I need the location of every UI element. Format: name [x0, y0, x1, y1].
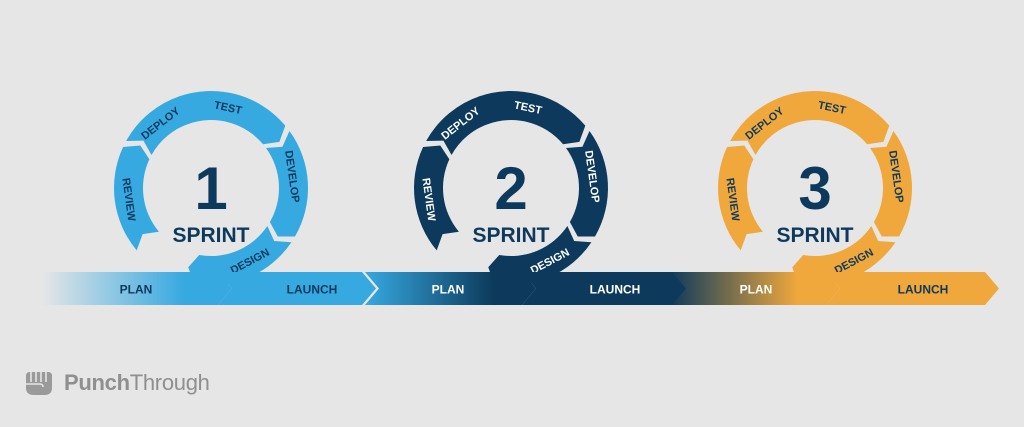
- phase-label-test-sprint-1: TEST: [213, 99, 243, 117]
- punchthrough-logo: PunchThrough: [22, 368, 210, 398]
- launch-label-sprint-2: LAUNCH: [590, 283, 641, 297]
- sprint-label-3: SPRINT: [776, 224, 853, 247]
- launch-layer: LAUNCH LAUNCH LAUNCH: [218, 272, 999, 305]
- ring-segment-review-sprint-2: [413, 145, 459, 251]
- ring-segment-develop-sprint-3: [870, 130, 912, 237]
- plan-label-sprint-3: PLAN: [740, 283, 773, 297]
- sprint-number-2: 2: [494, 155, 527, 222]
- ring-segment-develop-sprint-2: [566, 130, 608, 237]
- ring-segment-review-sprint-3: [718, 145, 763, 251]
- sprint-number-3: 3: [798, 155, 831, 222]
- ring-segment-test-sprint-2: [477, 90, 586, 145]
- ring-segment-deploy-sprint-3: [730, 95, 798, 156]
- fist-icon: [26, 372, 52, 395]
- plan-label-sprint-1: PLAN: [120, 283, 153, 297]
- ring-segment-design-sprint-1: [188, 226, 292, 285]
- launch-label-sprint-3: LAUNCH: [898, 283, 949, 297]
- sprint-label-1: SPRINT: [172, 224, 249, 247]
- launch-arrow-sprint-1: [218, 272, 376, 305]
- sprint-label-2: SPRINT: [472, 224, 549, 247]
- launch-arrow-sprint-3: [826, 272, 999, 305]
- ring-segment-deploy-sprint-1: [126, 95, 194, 156]
- ring-segment-test-sprint-1: [177, 91, 286, 145]
- ring-segment-develop-sprint-1: [266, 130, 308, 237]
- phase-label-test-sprint-2: TEST: [513, 99, 543, 117]
- phase-label-test-sprint-3: TEST: [817, 99, 847, 117]
- ring-segment-review-sprint-1: [114, 145, 159, 251]
- sprint-number-1: 1: [194, 155, 227, 222]
- ring-segment-deploy-sprint-2: [426, 95, 494, 156]
- launch-label-sprint-1: LAUNCH: [287, 283, 338, 297]
- logo-wordmark: PunchThrough: [64, 370, 210, 395]
- ring-segment-test-sprint-3: [781, 91, 890, 145]
- timeline-layer: PLAN PLAN PLAN: [42, 272, 840, 305]
- plan-label-sprint-2: PLAN: [432, 283, 465, 297]
- launch-arrow-sprint-2: [522, 272, 686, 305]
- ring-segment-design-sprint-3: [792, 226, 896, 285]
- plan-arrow-sprint-1: [42, 272, 232, 305]
- ring-segment-design-sprint-2: [488, 226, 592, 285]
- rings-layer: TESTDEVELOPDESIGNREVIEWDEPLOY1SPRINTTEST…: [114, 90, 912, 285]
